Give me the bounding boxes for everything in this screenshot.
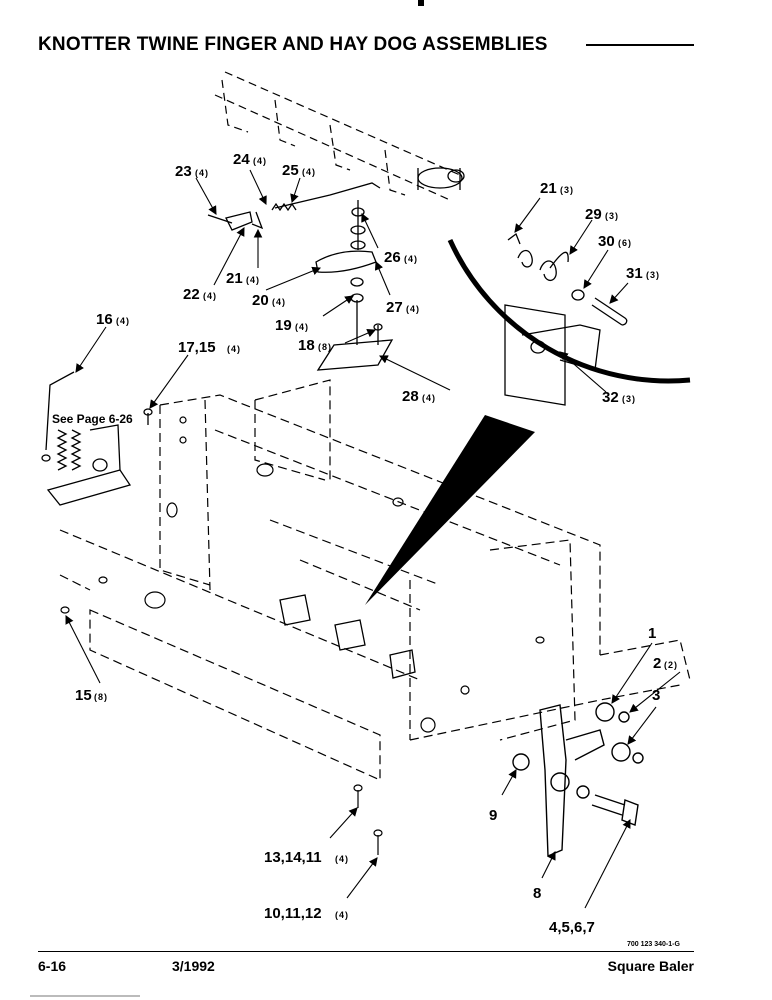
- page-top-mark: [418, 0, 424, 6]
- callout-21: 21: [226, 270, 243, 287]
- callout-18-qty: (8): [318, 342, 332, 352]
- page-title: KNOTTER TWINE FINGER AND HAY DOG ASSEMBL…: [38, 34, 548, 55]
- callout-31-qty: (3): [646, 270, 660, 280]
- drawing-number: 700 123 340-1-G: [627, 941, 680, 948]
- hay-dog-brackets: [279, 594, 416, 679]
- callout-16-qty: (4): [116, 316, 130, 326]
- callout-21-qty: (4): [246, 275, 260, 285]
- callout-10-11-12-qty: (4): [335, 910, 349, 920]
- callout-1: 1: [648, 625, 656, 642]
- footer-date: 3/1992: [172, 958, 215, 974]
- callout-15: 15: [75, 687, 92, 704]
- callout-22-qty: (4): [203, 291, 217, 301]
- callout-27-qty: (4): [406, 304, 420, 314]
- callout-28: 28: [402, 388, 419, 405]
- loose-bolts: [60, 576, 383, 855]
- callout-15-qty: (8): [94, 692, 108, 702]
- see-page-note: See Page 6-26: [52, 412, 133, 426]
- callout-26: 26: [384, 249, 401, 266]
- spring-assembly: [41, 371, 153, 506]
- knotter-shaft-end: [417, 167, 465, 190]
- title-rule: [586, 44, 694, 46]
- callout-24-qty: (4): [253, 156, 267, 166]
- callout-21-detail-qty: (3): [560, 185, 574, 195]
- callout-25-qty: (4): [302, 167, 316, 177]
- callout-25: 25: [282, 162, 299, 179]
- footer-page-number: 6-16: [38, 958, 67, 974]
- arm-assembly: [512, 702, 644, 858]
- leader-lines: [65, 169, 681, 909]
- callout-20: 20: [252, 292, 269, 309]
- callout-17-15-qty: (4): [227, 344, 241, 354]
- callout-19-qty: (4): [295, 322, 309, 332]
- callout-4-5-6-7: 4,5,6,7: [549, 919, 595, 936]
- callout-27: 27: [386, 299, 403, 316]
- callout-28-qty: (4): [422, 393, 436, 403]
- callout-16: 16: [96, 311, 113, 328]
- callout-30-qty: (6): [618, 238, 632, 248]
- callout-23-qty: (4): [195, 168, 209, 178]
- callout-17-15: 17,15: [178, 339, 216, 356]
- frame-holes: [144, 416, 545, 733]
- detail-callout-circle: [365, 238, 691, 605]
- callout-22: 22: [183, 286, 200, 303]
- callout-31: 31: [626, 265, 643, 282]
- callout-32-qty: (3): [622, 394, 636, 404]
- callout-19: 19: [275, 317, 292, 334]
- callout-10-11-12: 10,11,12: [264, 905, 322, 922]
- callout-26-qty: (4): [404, 254, 418, 264]
- callout-18: 18: [298, 337, 315, 354]
- callout-8: 8: [533, 885, 541, 902]
- callout-13-14-11: 13,14,11: [264, 849, 322, 866]
- scan-artifact: [30, 995, 140, 997]
- callout-32: 32: [602, 389, 619, 406]
- knotter-shaft: [214, 71, 461, 201]
- callout-13-14-11-qty: (4): [335, 854, 349, 864]
- callout-3: 3: [652, 687, 660, 704]
- callout-30: 30: [598, 233, 615, 250]
- callout-24: 24: [233, 151, 250, 168]
- footer-rule: [38, 951, 694, 952]
- callout-2: 2: [653, 655, 661, 672]
- baler-frame: [59, 379, 691, 781]
- callout-29: 29: [585, 206, 602, 223]
- detail-parts: [504, 232, 628, 406]
- callout-9: 9: [489, 807, 497, 824]
- footer-product: Square Baler: [607, 958, 694, 974]
- callout-2-qty: (2): [664, 660, 678, 670]
- callout-29-qty: (3): [605, 211, 619, 221]
- callout-21-detail: 21: [540, 180, 557, 197]
- callout-23: 23: [175, 163, 192, 180]
- callout-20-qty: (4): [272, 297, 286, 307]
- callout-labels: 1 2 (2) 3 4,5,6,7 8 9 10,11,12 (4) 13,14…: [52, 151, 680, 948]
